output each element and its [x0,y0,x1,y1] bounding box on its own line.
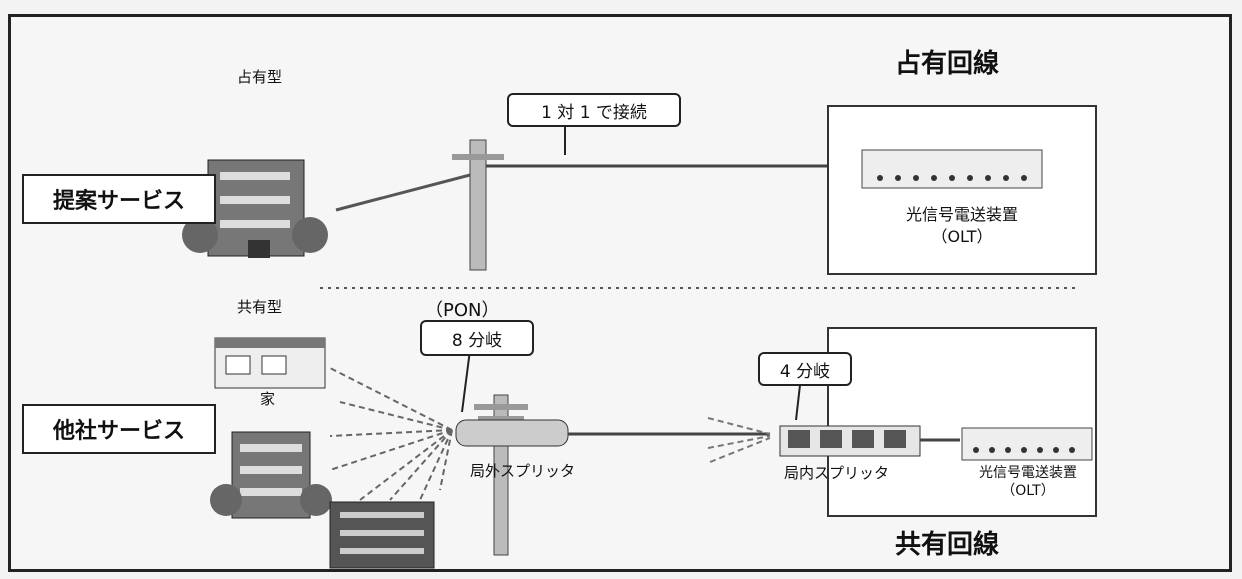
fiber-line-building-pole [335,173,471,212]
title-exclusive-line: 占有回線 [895,49,1000,79]
olt-device-top-icon [861,149,1043,189]
olt-label-top: 光信号電送装置 （OLT） [848,204,1076,248]
callout-eight-split: 8 分岐 [420,320,534,356]
inner-splitter-icon [779,425,921,457]
utility-pole-top-icon [452,139,504,271]
bottom-olt-panel [827,327,1097,517]
inner-splitter-label: 局内スプリッタ [784,464,890,482]
callout-pointer-4 [795,384,801,421]
callout-one-to-one: 1 対 1 で接続 [507,93,681,127]
apartment-complex-icon [329,501,435,569]
olt-label-top-line2: （OLT） [931,227,993,246]
type-label-shared: 共有型 [237,298,283,316]
type-label-exclusive: 占有型 [237,68,283,86]
outer-splitter-label: 局外スプリッタ [470,462,576,480]
olt-label-top-line1: 光信号電送装置 [905,205,1018,224]
pon-label: （PON） [425,300,500,321]
title-shared-line: 共有回線 [895,530,1000,560]
office-building-top-icon [182,159,328,258]
house-label: 家 [260,390,276,408]
olt-label-bottom-line1: 光信号電送装置 [979,465,1077,481]
callout-four-split: 4 分岐 [758,352,852,386]
olt-device-bottom-icon [961,427,1093,461]
olt-label-bottom-line2: （OLT） [1001,483,1055,499]
other-service-label: 他社サービス [22,404,216,454]
house-icon [214,337,326,389]
outer-splitter-icon [455,419,569,447]
proposed-service-label: 提案サービス [22,174,216,224]
office-building-bottom-icon [210,431,332,519]
top-olt-panel [827,105,1097,275]
inner-fan-fibers [707,417,771,463]
callout-pointer-8 [461,349,471,413]
olt-label-bottom: 光信号電送装置 （OLT） [958,464,1098,500]
fan-out-fibers [329,367,453,501]
